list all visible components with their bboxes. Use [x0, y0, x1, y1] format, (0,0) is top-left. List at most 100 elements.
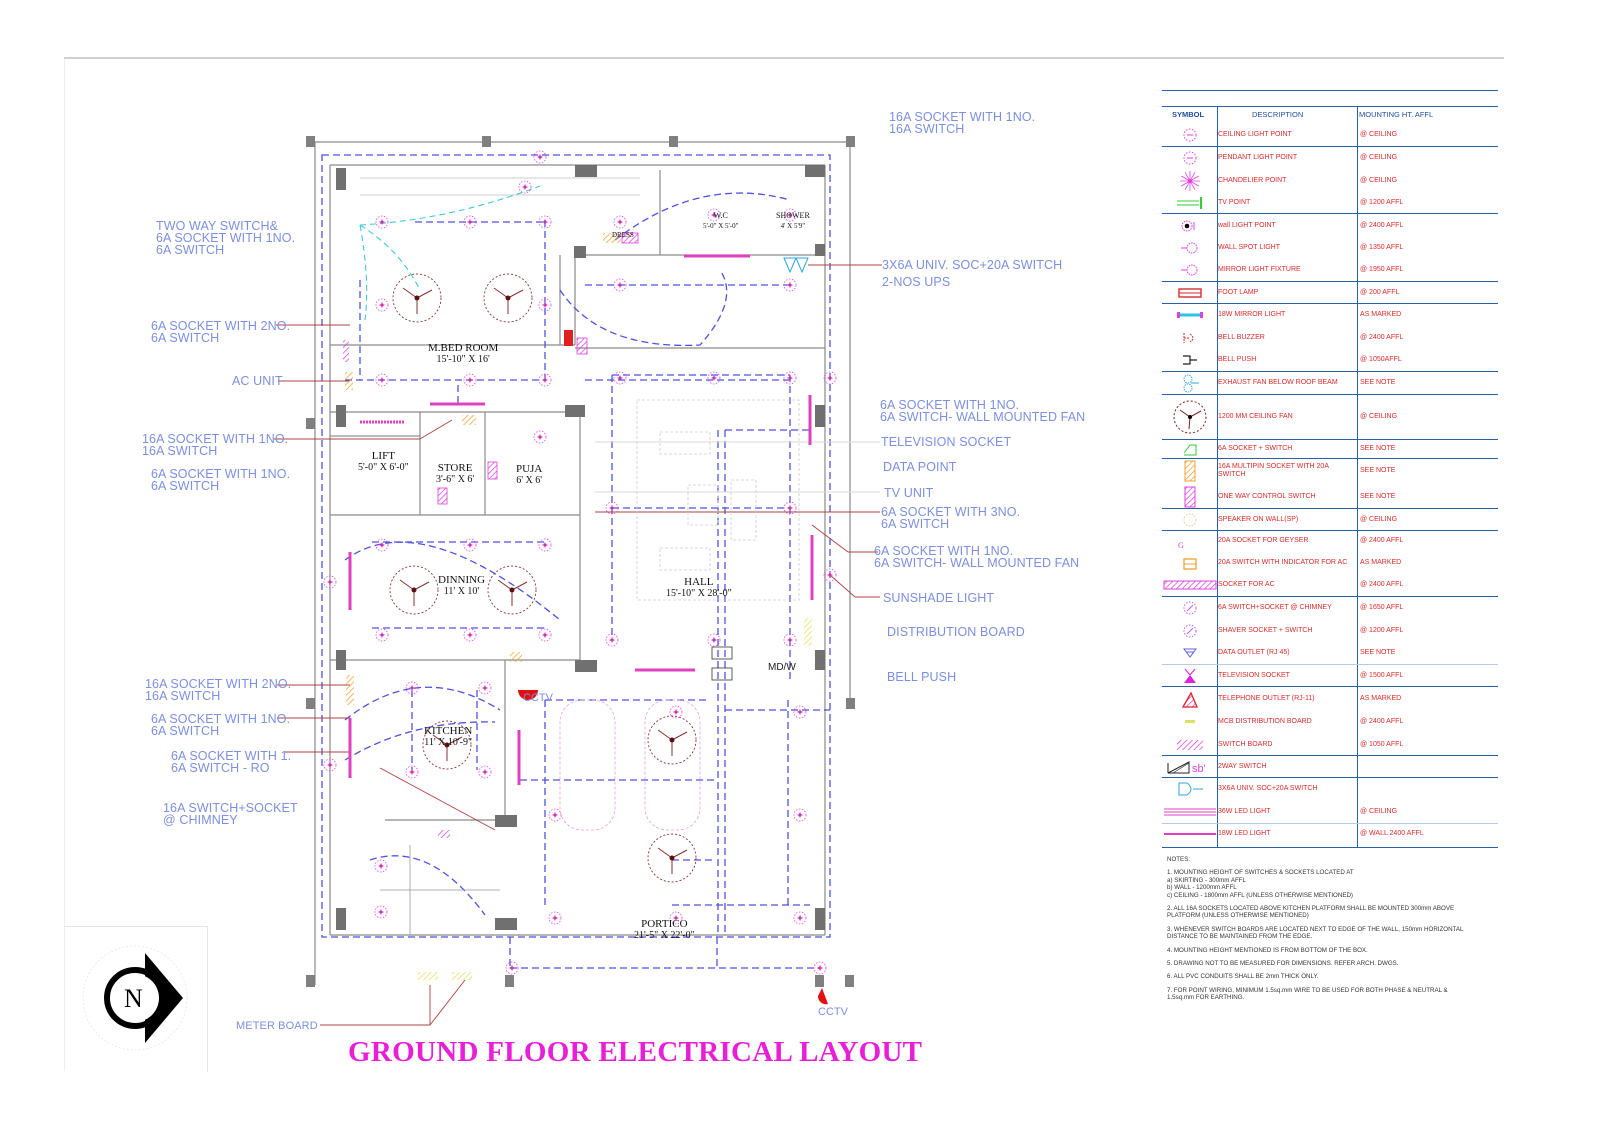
callout-line: SUNSHADE LIGHT: [883, 591, 995, 605]
legend-row: PENDANT LIGHT POINT @ CEILING: [1162, 147, 1498, 169]
legend-row: MIRROR LIGHT FIXTURE@ 1950 AFFL: [1162, 259, 1498, 281]
legend-description: TV POINT: [1218, 199, 1251, 206]
legend-mounting-height: @ 2400 AFFL: [1360, 581, 1404, 588]
callout-label: TV UNIT: [884, 487, 933, 500]
legend-description: PENDANT LIGHT POINT: [1218, 154, 1298, 161]
room-size: 5'-0" X 5'-0": [703, 222, 739, 230]
callout-line: 16A SWITCH: [889, 122, 965, 136]
callout-label: 6A SOCKET WITH 1NO.6A SWITCH- WALL MOUNT…: [880, 398, 1086, 424]
wiring-boundary: [321, 154, 831, 969]
callout-label: SUNSHADE LIGHT: [883, 591, 995, 605]
callout-line: 16A SWITCH: [145, 689, 221, 703]
one-way-switch-icon: [1162, 486, 1218, 508]
room-name: LIFT: [371, 450, 395, 462]
legend-row-divider: [1162, 823, 1498, 824]
room-size: 3'-6" X 6': [436, 474, 475, 485]
foot-lamp-icon: [1162, 282, 1218, 304]
speaker-icon: [1162, 510, 1218, 530]
callout-label: 3X6A UNIV. SOC+20A SWITCH 2-NOS UPS: [882, 258, 1063, 289]
legend-row: FOOT LAMP@ 200 AFFL: [1162, 282, 1498, 304]
room-name: STORE: [437, 462, 473, 474]
two-way-switch-icon: sb': [1162, 757, 1218, 777]
north-letter: N: [124, 984, 143, 1013]
notes-heading: NOTES:: [1167, 856, 1191, 863]
legend-mounting-height: SEE NOTE: [1360, 467, 1396, 474]
drawing-title: GROUND FLOOR ELECTRICAL LAYOUT: [348, 1036, 923, 1068]
legend-row: 1200 MM CEILING FAN@ CEILING: [1162, 395, 1498, 439]
outer-walls: [314, 141, 851, 985]
legend-mounting-height: SEE NOTE: [1360, 444, 1396, 452]
callout-line: BELL PUSH: [887, 670, 957, 684]
wall-spot-light-icon: [1162, 237, 1218, 259]
pendant-light-point-icon: [1162, 147, 1218, 169]
legend-header-rule-top: [1162, 106, 1498, 107]
shaver-socket-icon: [1162, 620, 1218, 642]
legend-row: DATA OUTLET (RJ 45)SEE NOTE: [1162, 642, 1498, 664]
room-size: 15'-10" X 16': [436, 354, 490, 365]
legend-mounting-height: @ CEILING: [1360, 413, 1398, 420]
legend-row-divider: [1162, 596, 1498, 597]
room-name: HALL: [684, 576, 714, 588]
legend-row-divider: [1162, 686, 1498, 687]
callout-line: 2-NOS UPS: [882, 275, 951, 289]
switch-boards: [343, 232, 812, 980]
tv-point-icon: [1162, 192, 1218, 214]
callout-line: 6A SWITCH- WALL MOUNTED FAN: [880, 410, 1086, 424]
legend-description: SOCKET FOR AC: [1218, 581, 1275, 588]
distribution-board-icon: [1162, 710, 1218, 733]
legend-row: TV POINT @ 1200 AFFL: [1162, 192, 1498, 214]
callout-line: 6A SWITCH: [156, 243, 225, 257]
legend-row-divider: [1162, 439, 1498, 440]
univ-socket-symbol: [783, 257, 809, 274]
legend-row-divider: [1162, 303, 1498, 304]
legend-row: CEILING LIGHT POINT@ CEILING: [1162, 124, 1498, 146]
cctv-symbols: [518, 690, 828, 1005]
legend-mounting-height: @ 1950 AFFL: [1360, 266, 1404, 273]
television-socket-icon: [1162, 664, 1218, 687]
room-size: 11' X 10': [443, 586, 480, 597]
svg-text:G: G: [1178, 541, 1184, 550]
legend-description: MCB DISTRIBUTION BOARD: [1218, 717, 1312, 725]
bell-push-icon: [1162, 349, 1218, 371]
room-size: 6' X 6': [516, 475, 543, 486]
legend-mounting-height: @ 1200 AFFL: [1360, 199, 1404, 206]
callout-line: 3X6A UNIV. SOC+20A SWITCH: [882, 258, 1063, 272]
svg-text:sb': sb': [1192, 763, 1206, 775]
legend-row: 36W LED LIGHT@ CEILING: [1162, 801, 1498, 823]
callout-label: 6A SOCKET WITH 1NO.6A SWITCH: [151, 468, 290, 493]
legend-row: BELL PUSH@ 1050AFFL: [1162, 349, 1498, 371]
legend-description: EXHAUST FAN BELOW ROOF BEAM: [1218, 379, 1338, 386]
callout-label: TWO WAY SWITCH&6A SOCKET WITH 1NO.6A SWI…: [156, 219, 295, 257]
legend-mounting-height: @ CEILING: [1360, 154, 1398, 161]
room-size: 21'-5" X 22'-0": [634, 930, 695, 941]
callout-line: 6A SOCKET WITH 1NO.: [880, 398, 1020, 412]
north-arrow-icon: [82, 945, 188, 1051]
callout-line: TWO WAY SWITCH&: [156, 219, 279, 233]
legend-row: BELL BUZZER@ 2400 AFFL: [1162, 327, 1498, 349]
cctv-label: CCTV: [523, 692, 553, 704]
legend-mounting-height: @ CEILING: [1360, 177, 1398, 184]
note-item: 1. MOUNTING HEIGHT OF SWITCHES & SOCKETS…: [1167, 869, 1354, 899]
structural-columns: [306, 136, 855, 987]
note-item: 5. DRAWING NOT TO BE MEASURED FOR DIMENS…: [1167, 960, 1399, 968]
legend-mounting-height: @ CEILING: [1360, 808, 1398, 815]
data-outlet-icon: [1162, 642, 1218, 664]
legend-row: MCB DISTRIBUTION BOARD@ 2400 AFFL: [1162, 710, 1498, 733]
callout-label: DATA POINT: [883, 461, 956, 474]
legend-description: SPEAKER ON WALL(SP): [1218, 516, 1299, 523]
legend-row: TELEVISION SOCKET@ 1500 AFFL: [1162, 664, 1498, 687]
legend-row: 18W LED LIGHT@ WALL 2400 AFFL: [1162, 823, 1498, 845]
callout-label: 16A SOCKET WITH 1NO.16A SWITCH: [889, 111, 1035, 136]
callout-line: 6A SWITCH: [151, 331, 220, 345]
legend-description: CEILING LIGHT POINT: [1218, 131, 1292, 138]
legend-mounting-height: SEE NOTE: [1360, 649, 1396, 656]
callout-line: 16A SWITCH+SOCKET: [163, 801, 298, 815]
legend-row: sb' 2WAY SWITCH: [1162, 757, 1498, 777]
callout-line: 6A SWITCH - RO: [171, 761, 270, 775]
legend-description: 2WAY SWITCH: [1218, 763, 1267, 770]
legend-mounting-height: @ 1500 AFFL: [1360, 671, 1404, 679]
